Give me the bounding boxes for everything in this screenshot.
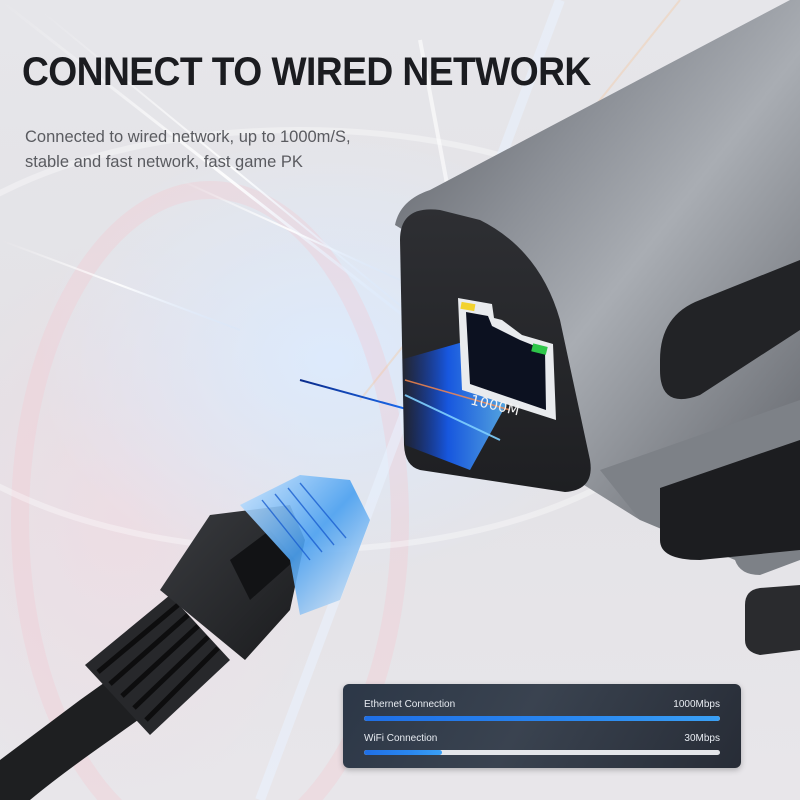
subtitle: Connected to wired network, up to 1000m/…: [25, 125, 445, 175]
speed-comparison-panel: Ethernet Connection 1000Mbps WiFi Connec…: [343, 684, 741, 768]
rj45-port: [458, 298, 556, 420]
led-left: [460, 301, 476, 312]
wifi-speed-bar: [364, 750, 720, 755]
wifi-speed-fill: [364, 750, 443, 755]
ethernet-speed-bar: [364, 716, 720, 721]
subtitle-line-1: Connected to wired network, up to 1000m/…: [25, 128, 351, 146]
cable-boot: [85, 595, 230, 735]
led-right: [531, 343, 548, 355]
page-headline: CONNECT TO WIRED NETWORK: [22, 50, 591, 94]
ethernet-value: 1000Mbps: [673, 699, 720, 710]
wifi-label: WiFi Connection: [364, 733, 438, 744]
wifi-value: 30Mbps: [684, 733, 720, 744]
ethernet-label: Ethernet Connection: [364, 699, 456, 710]
ethernet-speed-fill: [364, 716, 720, 721]
subtitle-line-2: stable and fast network, fast game PK: [25, 153, 303, 171]
rj45-plug-clear: [240, 475, 370, 615]
